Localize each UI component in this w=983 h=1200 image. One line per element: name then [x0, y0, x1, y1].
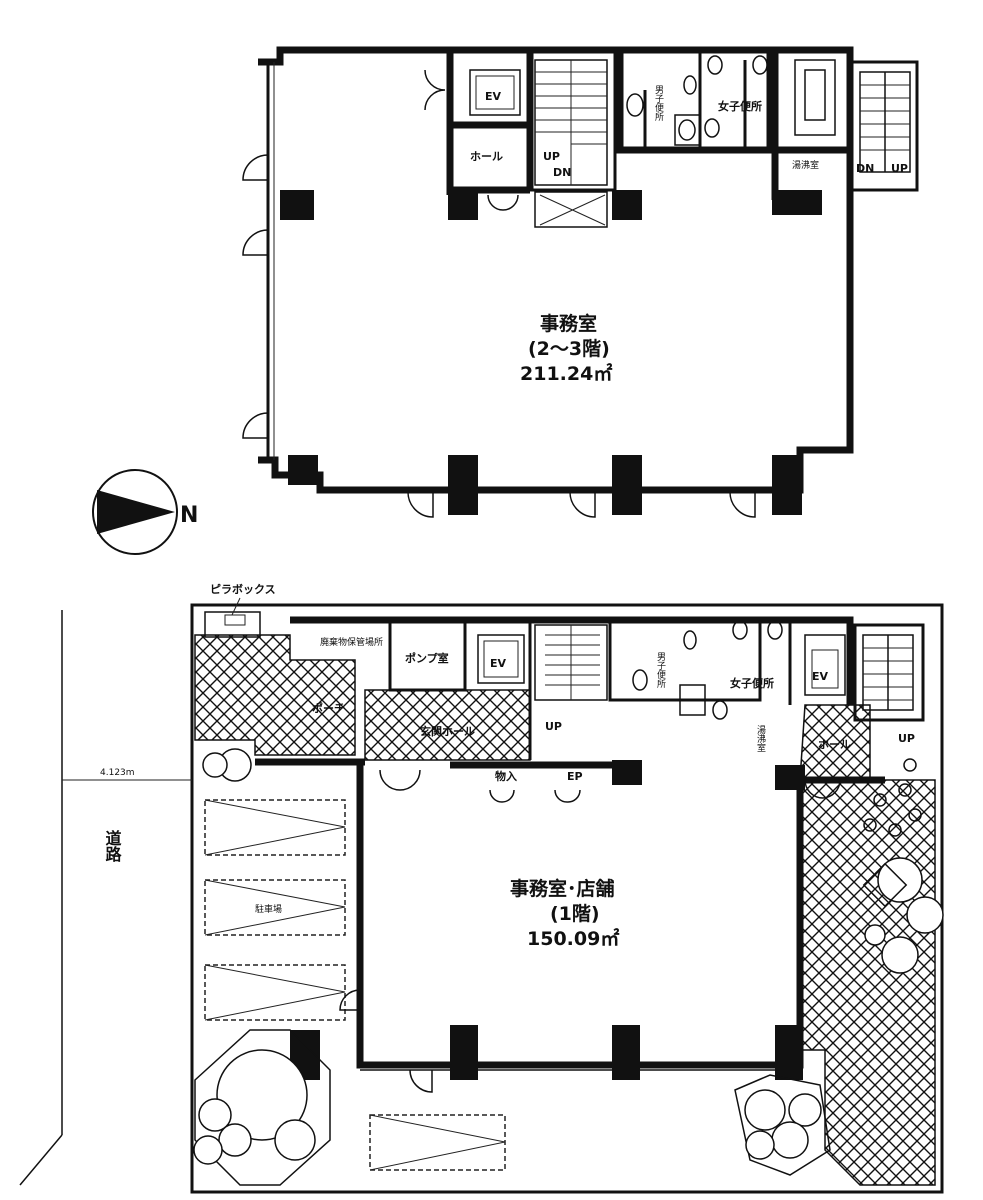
column	[772, 455, 802, 515]
column	[288, 455, 318, 485]
parking-label: 駐車場	[255, 903, 282, 915]
lower-exit-up-label: UP	[898, 732, 915, 745]
upper-shaft	[794, 59, 836, 136]
upper-floor-plan: EV ホール UP DN 男子便所 女子便所 湯沸室	[242, 46, 919, 518]
lower-room-floor: (1階)	[550, 903, 600, 925]
column	[772, 190, 822, 215]
road-width-label: 4.123m	[100, 768, 135, 778]
lower-stair-up-label: UP	[545, 720, 562, 733]
column	[775, 1025, 803, 1080]
lower-room-area: 150.09㎡	[527, 927, 619, 950]
column	[612, 455, 642, 515]
site-boundary	[190, 603, 944, 1194]
lower-mens-toilet-label: 男子便所	[655, 652, 666, 689]
upper-exit-dn-label: DN	[856, 162, 874, 175]
lower-elevator-1	[477, 634, 525, 684]
upper-outer-wall	[258, 46, 854, 494]
lower-doors	[339, 769, 841, 1093]
column	[450, 1025, 478, 1080]
column	[775, 765, 805, 790]
pump-room-label: ポンプ室	[405, 651, 449, 665]
parking-spaces	[204, 799, 506, 1171]
storage-label: 物入	[495, 769, 517, 783]
upper-room-floor: (2～3階)	[528, 338, 610, 360]
lower-floor-plan: 4.123m 道路 ピラボックス 廃棄物保管場所 ポンプ室 EV	[19, 582, 944, 1194]
column	[280, 190, 314, 220]
lower-hall-label: ホール	[818, 738, 851, 751]
landscape-planting	[193, 748, 944, 1186]
waste-room-label: 廃棄物保管場所	[320, 636, 383, 648]
upper-hall-label: ホール	[470, 150, 503, 163]
column	[612, 1025, 640, 1080]
upper-toilet-fixtures	[626, 55, 768, 146]
upper-mens-toilet-label: 男子便所	[653, 85, 664, 122]
upper-stair	[534, 59, 608, 228]
pillar-box-label: ピラボックス	[210, 582, 276, 596]
upper-room-name: 事務室	[540, 312, 597, 335]
porch-area	[194, 634, 356, 756]
ep-label: EP	[567, 770, 583, 783]
column	[612, 760, 642, 785]
lower-room-name: 事務室･店舗	[510, 877, 615, 900]
lower-ev2-label: EV	[812, 670, 829, 683]
lower-exit-stair	[853, 623, 925, 722]
pillar-box	[204, 611, 261, 638]
column	[448, 455, 478, 515]
upper-exit-up-label: UP	[891, 162, 908, 175]
lower-stair	[534, 624, 608, 701]
lower-kitchenette-label: 湯沸室	[755, 725, 766, 752]
upper-womens-toilet-label: 女子便所	[718, 99, 762, 113]
road-label: 道路	[103, 829, 122, 863]
upper-room-area: 211.24㎡	[520, 362, 612, 385]
column	[612, 190, 642, 220]
upper-doors	[242, 69, 756, 518]
lower-ev1-label: EV	[490, 657, 507, 670]
entrance-hall-area	[364, 689, 531, 761]
upper-ev-label: EV	[485, 90, 502, 103]
upper-elevator	[469, 69, 521, 116]
upper-stair-up-label: UP	[543, 150, 560, 163]
lower-toilet-fixtures	[632, 620, 783, 720]
upper-exit-stair	[850, 60, 919, 192]
lower-womens-toilet-label: 女子便所	[730, 676, 774, 690]
upper-stair-dn-label: DN	[553, 166, 571, 179]
lower-elevator-2	[804, 634, 846, 696]
upper-kitchenette-label: 湯沸室	[792, 159, 819, 171]
compass: N	[92, 469, 198, 555]
porch-label: ポーチ	[312, 701, 345, 715]
entrance-hall-label: 玄関ホール	[420, 724, 475, 738]
compass-north-label: N	[180, 503, 198, 528]
